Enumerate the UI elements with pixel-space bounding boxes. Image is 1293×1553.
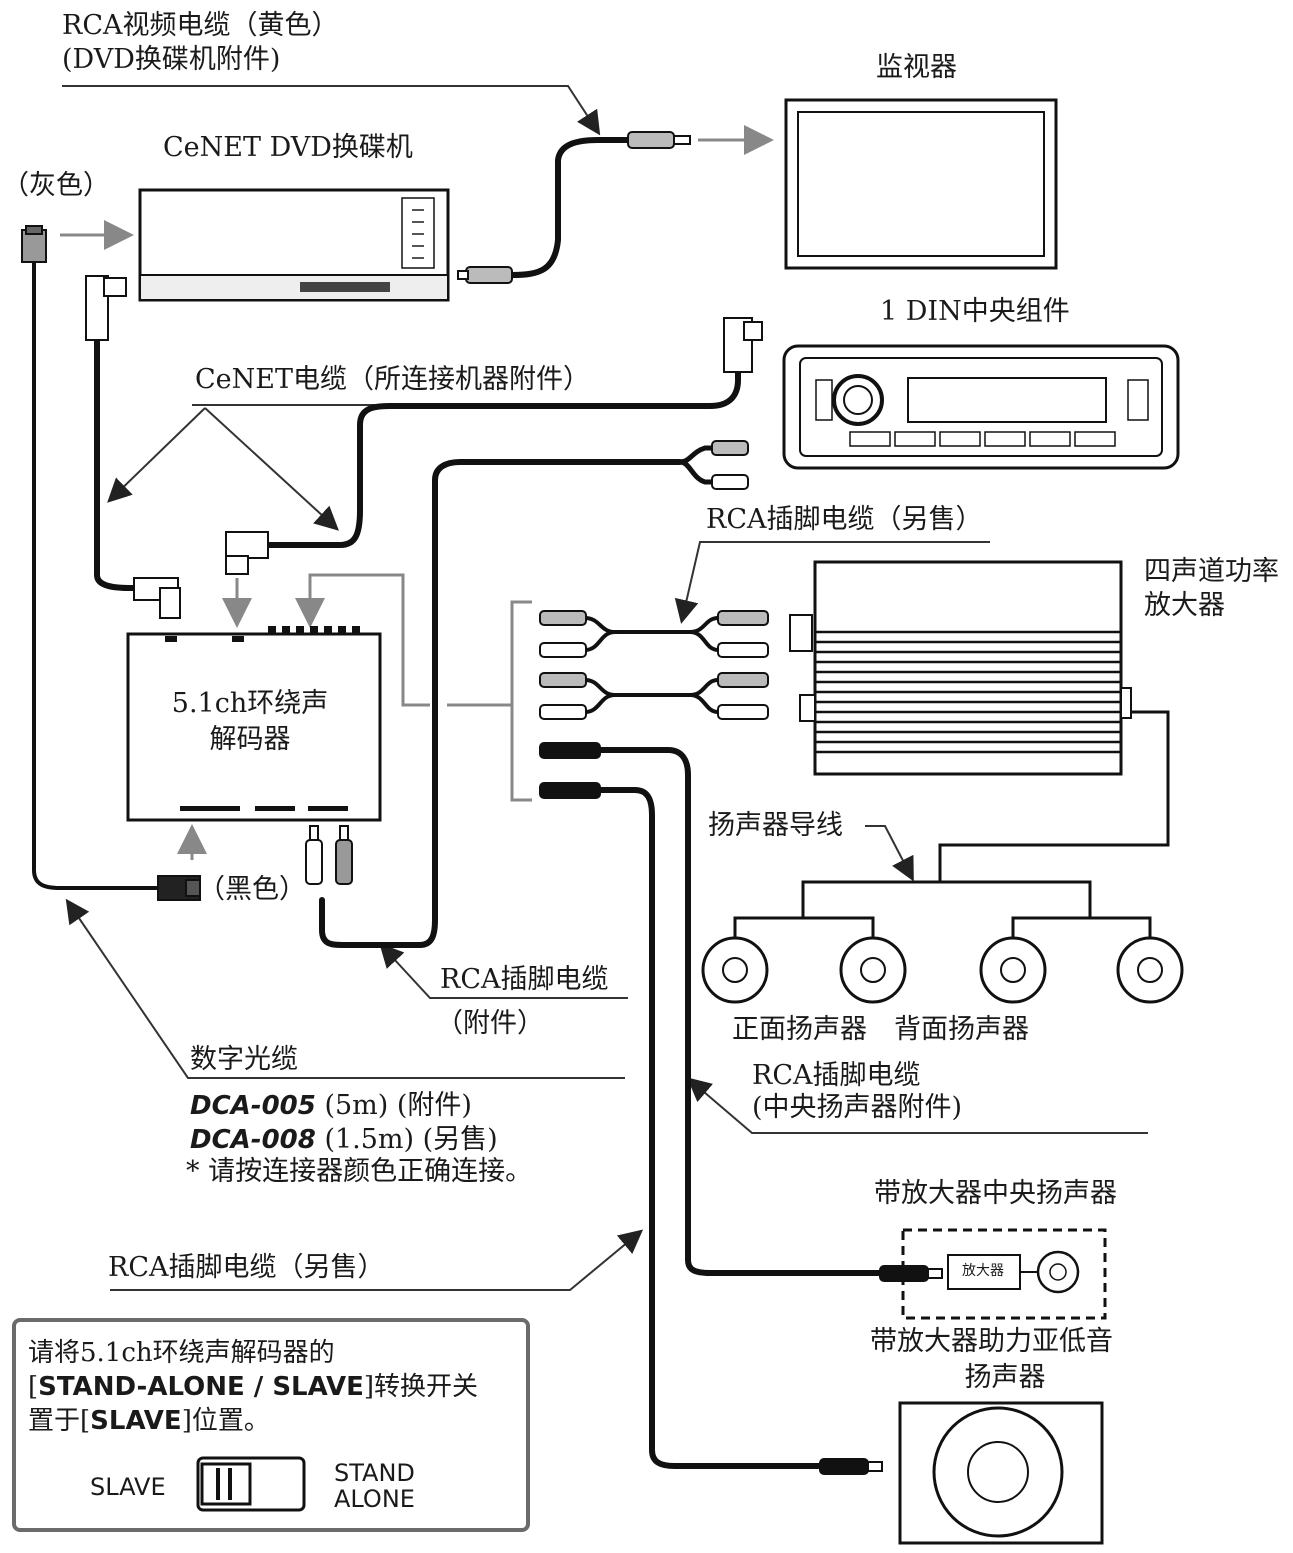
rca-center-cable-sublabel: (中央扬声器附件)	[752, 1092, 963, 1123]
subwoofer-label-2: 扬声器	[964, 1362, 1046, 1393]
dca005-detail: (5m) (附件)	[324, 1090, 472, 1121]
speaker-wiring	[733, 710, 1170, 938]
gray-arrows	[60, 125, 774, 860]
rca-pin-acc-label: RCA插脚电缆	[440, 964, 609, 995]
speakers	[701, 936, 1184, 1004]
monitor	[784, 98, 1058, 270]
din-head-unit	[782, 344, 1180, 470]
four-channel-amp-label: 四声道功率	[1144, 556, 1279, 587]
rca-center-cable	[597, 747, 883, 1276]
rca-acc-cable	[319, 459, 683, 948]
dvd-changer-label: CeNET DVD换碟机	[163, 132, 413, 163]
rca-pin-sold-bottom-label: RCA插脚电缆（另售）	[108, 1252, 385, 1283]
gray-connector-label: （灰色）	[2, 170, 110, 201]
cenet-cable-dvd	[94, 337, 143, 591]
monitor-label: 监视器	[876, 52, 957, 83]
cenet-arrow-left	[107, 407, 206, 503]
optical-cable	[32, 260, 160, 890]
cenet-cable-din	[265, 357, 741, 548]
switch-note-text: 请将5.1ch环绕声解码器的 [STAND-ALONE / SLAVE]转换开关…	[28, 1336, 478, 1438]
rear-speaker-label: 背面扬声器	[894, 1014, 1029, 1045]
switch-label-stand: STAND	[334, 1459, 415, 1487]
din-unit-label: 1 DIN中央组件	[880, 296, 1070, 327]
connect-note: * 请按连接器颜色正确连接。	[186, 1156, 533, 1187]
black-connector-label: （黑色）	[198, 874, 306, 905]
rca-bottom-leader	[110, 1229, 644, 1291]
cenet-cable-label: CeNET电缆（所连接机器附件）	[195, 364, 590, 395]
center-speaker-unit	[901, 1228, 1107, 1320]
rca-video-cable-sublabel: (DVD换碟机附件)	[62, 44, 281, 75]
rca-center-leader	[686, 1077, 1148, 1134]
front-speaker-label: 正面扬声器	[732, 1014, 867, 1045]
switch-label-alone: ALONE	[334, 1485, 415, 1513]
speaker-wire-leader	[865, 825, 914, 882]
note-bracket-open: [	[28, 1372, 39, 1402]
cenet-arrow-right	[204, 407, 339, 531]
rca-sub-cable	[597, 787, 823, 1469]
rca-acc-leader	[379, 943, 628, 999]
speaker-wire-label: 扬声器导线	[708, 810, 843, 841]
subwoofer-label: 带放大器助力亚低音	[870, 1326, 1113, 1357]
small-amp-label: 放大器	[962, 1263, 1004, 1279]
connectors	[21, 131, 943, 1475]
dca008-line: DCA-008 (1.5m) (另售)	[190, 1124, 498, 1156]
decoder-label-2: 解码器	[209, 724, 291, 755]
note-line-3: 置于[SLAVE]位置。	[28, 1404, 478, 1438]
switch-note-box: 请将5.1ch环绕声解码器的 [STAND-ALONE / SLAVE]转换开关…	[12, 1318, 530, 1532]
dvd-changer	[138, 188, 450, 302]
optical-cable-label: 数字光缆	[190, 1044, 298, 1075]
note-set-suffix: ]位置。	[181, 1406, 270, 1436]
dca005-model: DCA-005	[190, 1091, 316, 1121]
toggle-switch-icon	[196, 1456, 306, 1512]
dca005-line: DCA-005 (5m) (附件)	[190, 1090, 472, 1122]
note-switch-suffix: ]转换开关	[363, 1372, 479, 1402]
center-speaker-label: 带放大器中央扬声器	[874, 1178, 1117, 1209]
note-slave-position: SLAVE	[90, 1406, 182, 1436]
cables	[32, 137, 883, 1469]
rca-pin-top-leader	[674, 541, 990, 624]
note-switch-name: STAND-ALONE / SLAVE	[38, 1372, 364, 1402]
dca008-detail: (1.5m) (另售)	[324, 1124, 498, 1155]
rca-pin-cable-sold-top-label: RCA插脚电缆（另售）	[706, 504, 983, 535]
rca-video-leader	[62, 85, 601, 136]
leader-lines	[62, 85, 1148, 1291]
decoder-box	[126, 626, 382, 822]
optical-leader	[65, 898, 625, 1079]
subwoofer	[898, 1401, 1104, 1545]
note-line-2: [STAND-ALONE / SLAVE]转换开关	[28, 1370, 478, 1404]
rca-video-cable-label: RCA视频电缆（黄色）	[62, 10, 339, 41]
rca-center-cable-label: RCA插脚电缆	[752, 1060, 921, 1091]
note-set-prefix: 置于[	[28, 1406, 91, 1436]
video-cable	[509, 137, 631, 278]
dca008-model: DCA-008	[190, 1125, 316, 1155]
note-line-1: 请将5.1ch环绕声解码器的	[28, 1338, 335, 1368]
rca-pin-acc-sublabel: （附件）	[436, 1008, 544, 1039]
four-channel-amp	[789, 560, 1132, 776]
four-channel-amp-label-2: 放大器	[1144, 590, 1225, 621]
switch-label-slave: SLAVE	[90, 1473, 166, 1501]
decoder-label: 5.1ch环绕声	[171, 688, 329, 719]
